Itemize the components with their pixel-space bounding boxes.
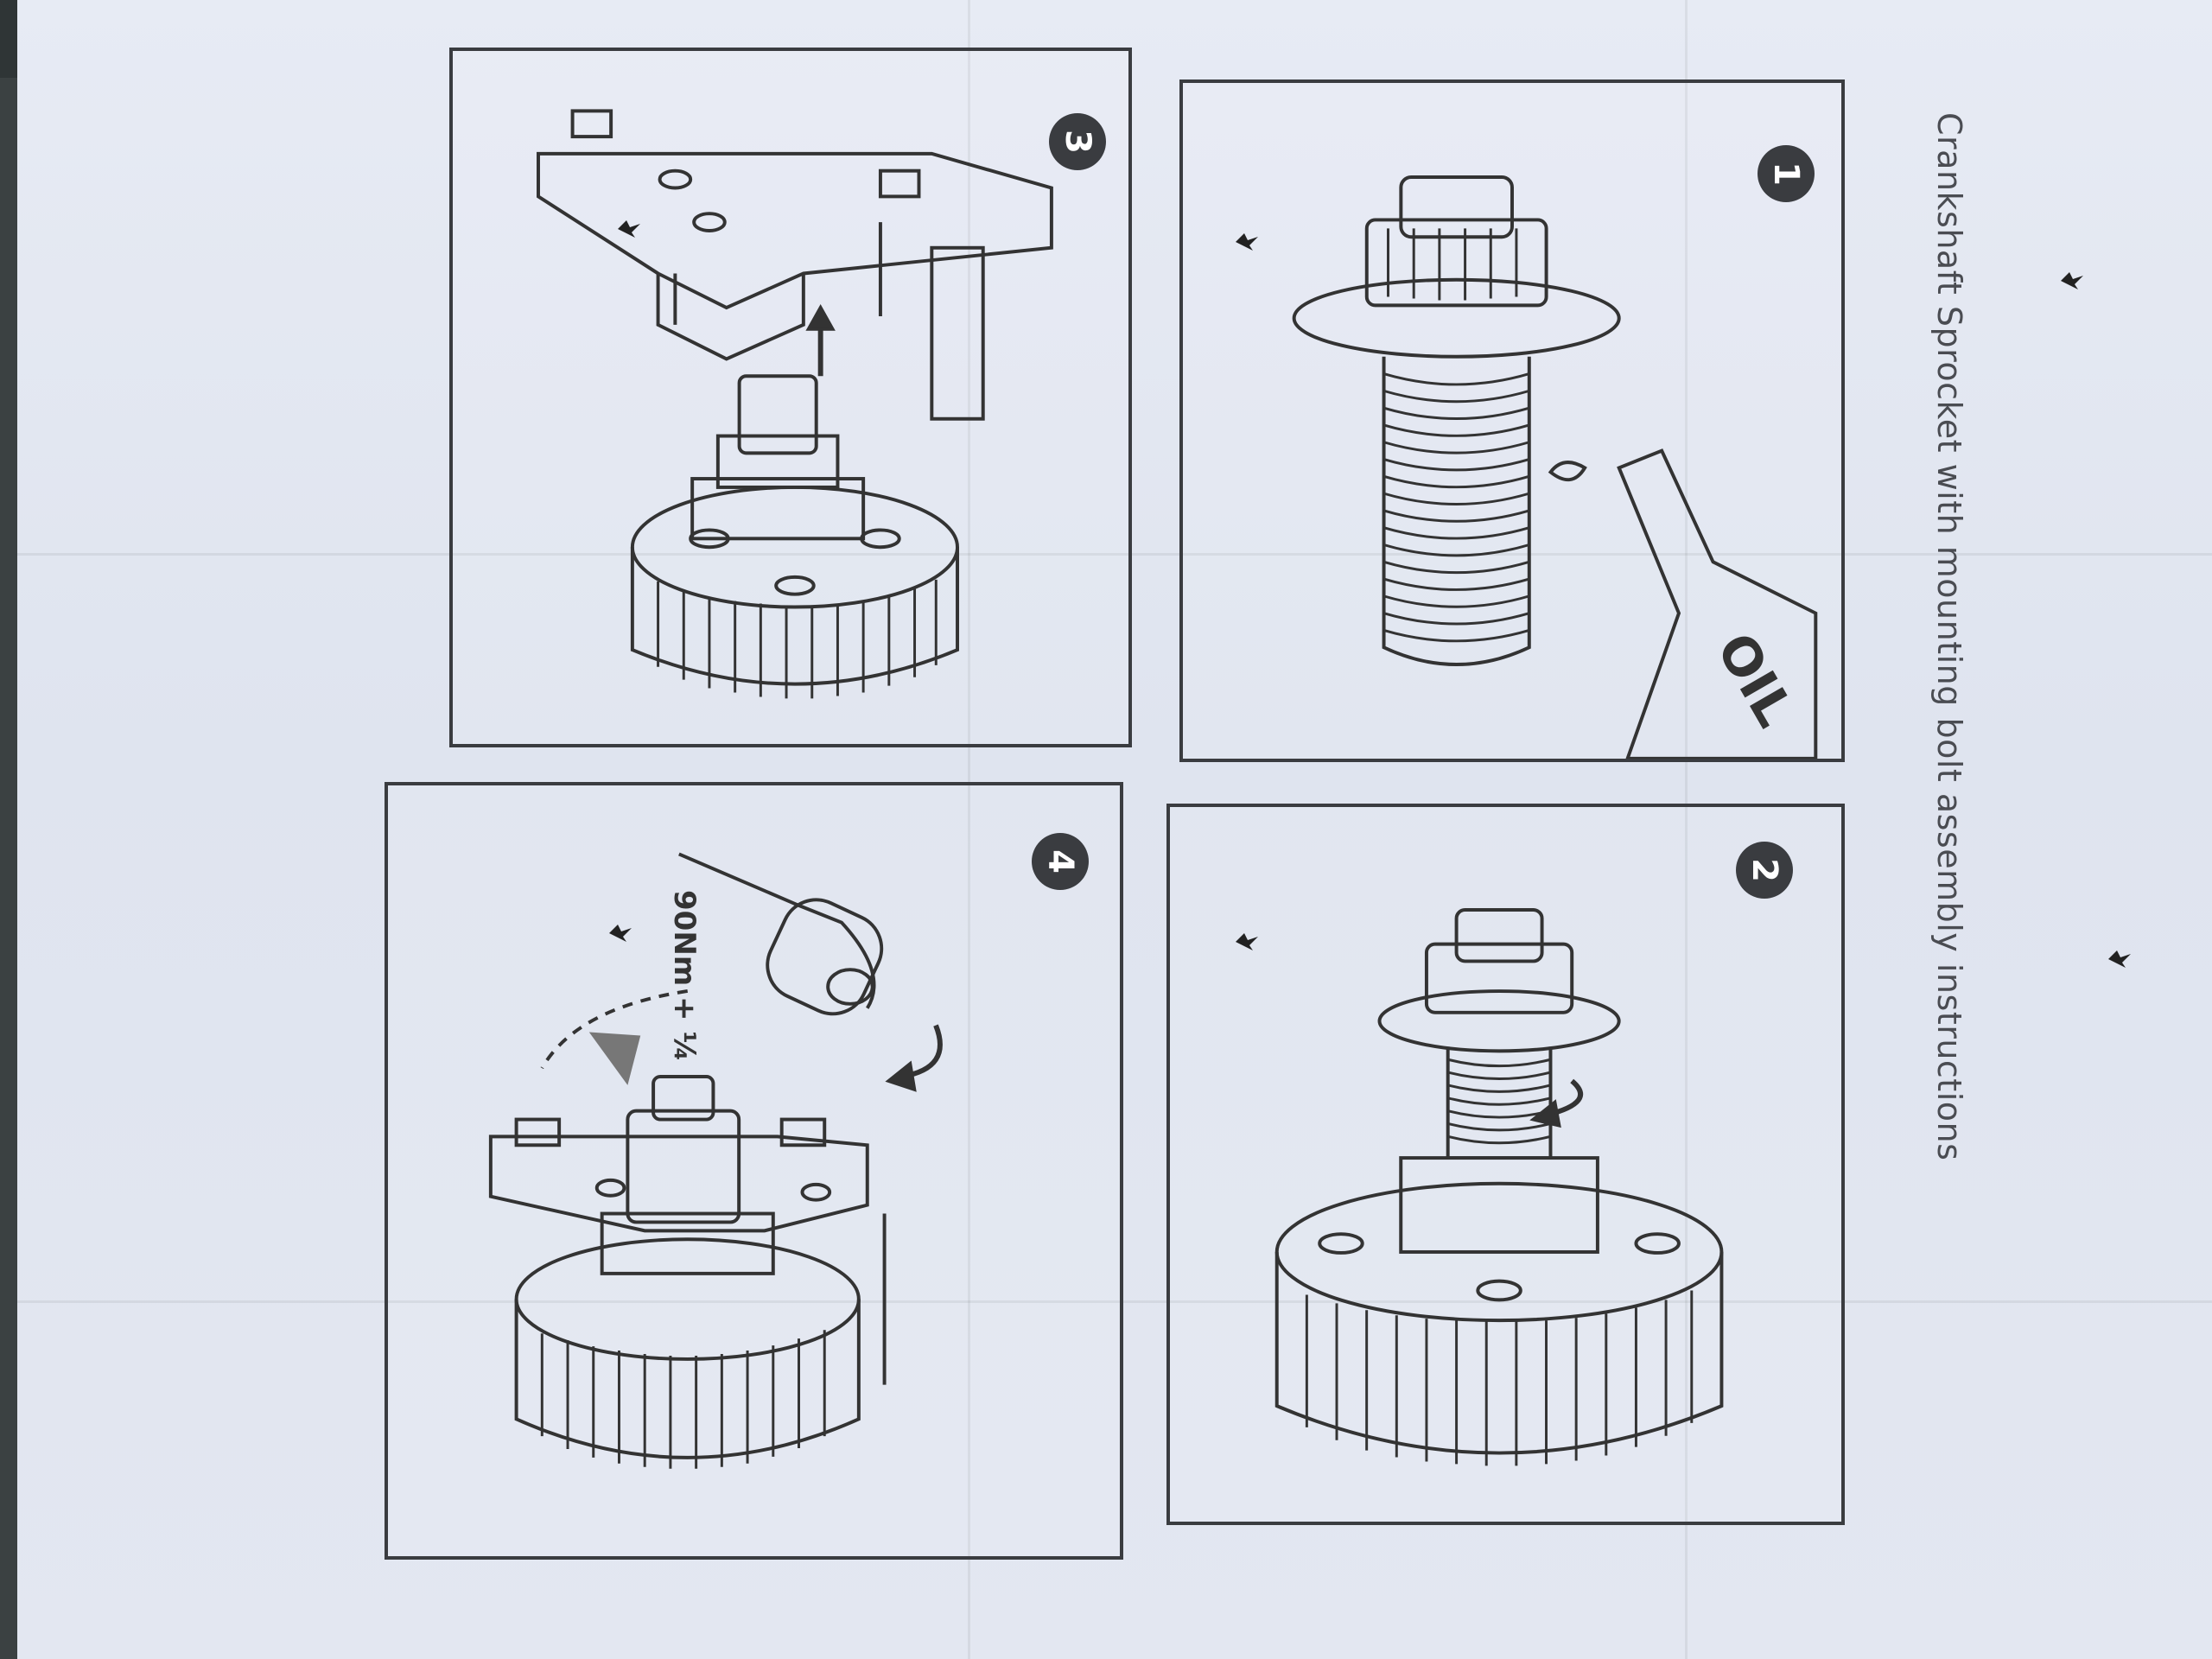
punch-hole: [618, 220, 640, 238]
step-2-badge: 2: [1736, 842, 1793, 899]
step-2-panel: 2: [1166, 804, 1845, 1525]
step-4-badge: 4: [1032, 833, 1089, 890]
torque-spec: 90Nm + ¼: [667, 890, 702, 1062]
document-title: Crankshaft Sprocket with mounting bolt a…: [1930, 112, 1968, 1161]
punch-hole: [1236, 233, 1258, 251]
instruction-sheet: [17, 0, 2212, 1659]
step-1-badge: 1: [1758, 145, 1815, 202]
paper-fold: [17, 553, 2212, 556]
step-2-illustration: [1274, 908, 1724, 1466]
punch-hole: [2108, 950, 2131, 968]
paper-fold: [1685, 0, 1688, 1659]
paper-fold: [968, 0, 970, 1659]
paper-fold: [17, 1300, 2212, 1303]
step-4-panel: 4: [385, 782, 1123, 1560]
punch-hole: [1236, 933, 1258, 950]
punch-hole: [2061, 272, 2083, 289]
step-4-illustration: [488, 852, 943, 1469]
step-1-panel: 1: [1179, 79, 1845, 762]
punch-hole: [609, 925, 632, 942]
step-3-badge: 3: [1049, 113, 1106, 170]
step-3-illustration: [537, 109, 1053, 699]
step-3-panel: 3: [449, 48, 1132, 747]
step-1-illustration: [1292, 175, 1818, 759]
